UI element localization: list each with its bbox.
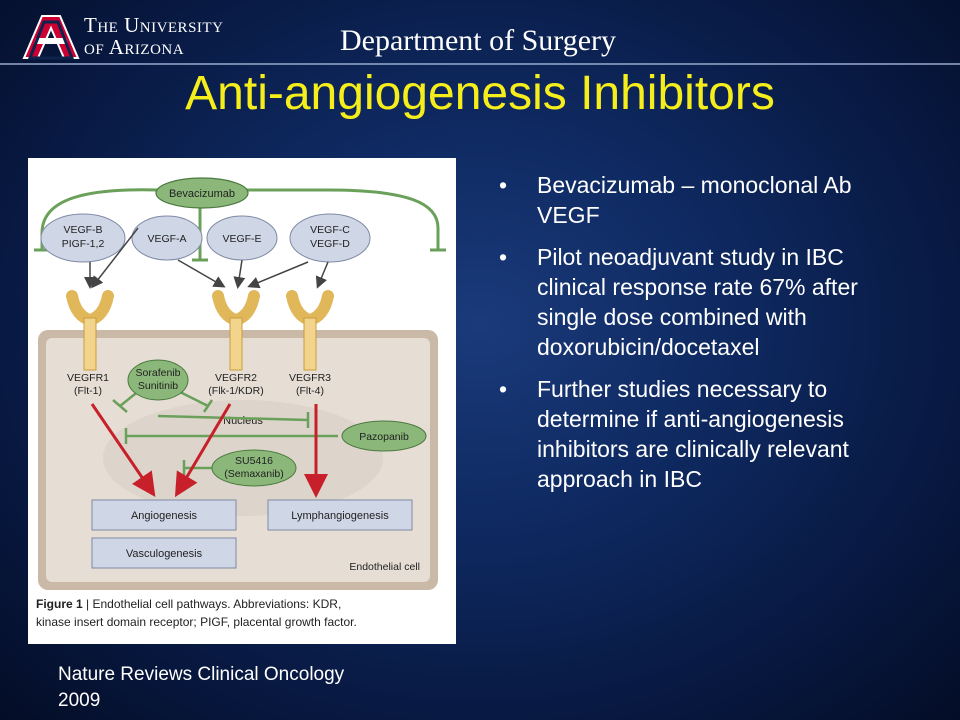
caption-rest: | Endothelial cell pathways. Abbreviatio… — [83, 597, 342, 611]
receptor-vegfr1 — [66, 290, 114, 371]
drug-sorafenib-sunitinib — [127, 359, 189, 401]
ligand-pigf: PIGF-1,2 — [62, 238, 105, 250]
ligand-vegf-b: VEGF-B — [63, 224, 102, 236]
department-name: Department of Surgery — [340, 24, 617, 57]
ligand-vegf-e: VEGF-E — [222, 233, 261, 245]
university-name: The University of Arizona — [84, 14, 223, 58]
pathway-diagram: Bevacizumab VEGF-B PIGF-1,2 VEGF-A VEGF-… — [34, 177, 446, 629]
ligand-vegf-d: VEGF-D — [310, 238, 350, 250]
drug-su5416: SU5416 — [235, 455, 273, 467]
caption-bold: Figure 1 — [36, 597, 83, 611]
university-logo — [22, 15, 80, 60]
ligand-vegf-c: VEGF-C — [310, 224, 350, 236]
receptor-vegfr2-label: VEGFR2 — [215, 372, 257, 384]
outcome-lymphangiogenesis: Lymphangiogenesis — [291, 510, 389, 522]
cell-label: Endothelial cell — [349, 561, 420, 573]
header-bar: The University of Arizona Department of … — [0, 0, 960, 66]
outcome-vasculogenesis-box — [91, 537, 237, 569]
ligand-vegfb-pigf — [40, 213, 126, 263]
figure-caption-line2: kinase insert domain receptor; PIGF, pla… — [36, 615, 357, 629]
header-divider — [0, 63, 960, 65]
bullet-item: Pilot neoadjuvant study in IBC clinical … — [497, 242, 907, 362]
bullet-item: Further studies necessary to determine i… — [497, 374, 907, 494]
drug-semaxanib: (Semaxanib) — [224, 468, 284, 480]
receptor-vegfr3-alias: (Flt-4) — [296, 385, 324, 397]
university-line1: The University — [84, 13, 224, 37]
citation: Nature Reviews Clinical Oncology 2009 — [58, 664, 345, 711]
drug-su5416-node — [211, 449, 297, 487]
bevacizumab-node — [155, 177, 249, 209]
bullet-list: Bevacizumab – monoclonal Ab VEGF Pilot n… — [497, 170, 907, 506]
outcome-vasculogenesis: Vasculogenesis — [126, 548, 203, 560]
drug-pazopanib: Pazopanib — [359, 431, 409, 443]
figure-caption-line1: Figure 1 | Endothelial cell pathways. Ab… — [36, 597, 341, 611]
pathway-figure: Bevacizumab VEGF-B PIGF-1,2 VEGF-A VEGF-… — [28, 158, 456, 644]
slide-title: Anti-angiogenesis Inhibitors — [185, 67, 775, 120]
ligand-vegfc-d — [289, 213, 371, 263]
bevacizumab-label: Bevacizumab — [169, 188, 235, 200]
outcome-lymphangiogenesis-box — [267, 499, 413, 531]
drug-pazopanib-node — [341, 420, 427, 452]
receptor-vegfr2 — [212, 290, 260, 371]
receptor-vegfr1-alias: (Flt-1) — [74, 385, 102, 397]
ligand-vegfa — [131, 215, 203, 261]
ligand-vegf-a: VEGF-A — [147, 233, 186, 245]
receptor-vegfr1-label: VEGFR1 — [67, 372, 109, 384]
receptor-vegfr3 — [286, 290, 334, 371]
bullet-item: Bevacizumab – monoclonal Ab VEGF — [497, 170, 907, 230]
drug-sunitinib: Sunitinib — [138, 380, 178, 392]
drug-sorafenib: Sorafenib — [136, 367, 181, 379]
outcome-angiogenesis: Angiogenesis — [131, 510, 198, 522]
outcome-angiogenesis-box — [91, 499, 237, 531]
receptor-vegfr3-label: VEGFR3 — [289, 372, 331, 384]
university-line2: of Arizona — [84, 35, 185, 59]
receptor-vegfr2-alias: (Flk-1/KDR) — [208, 385, 263, 397]
